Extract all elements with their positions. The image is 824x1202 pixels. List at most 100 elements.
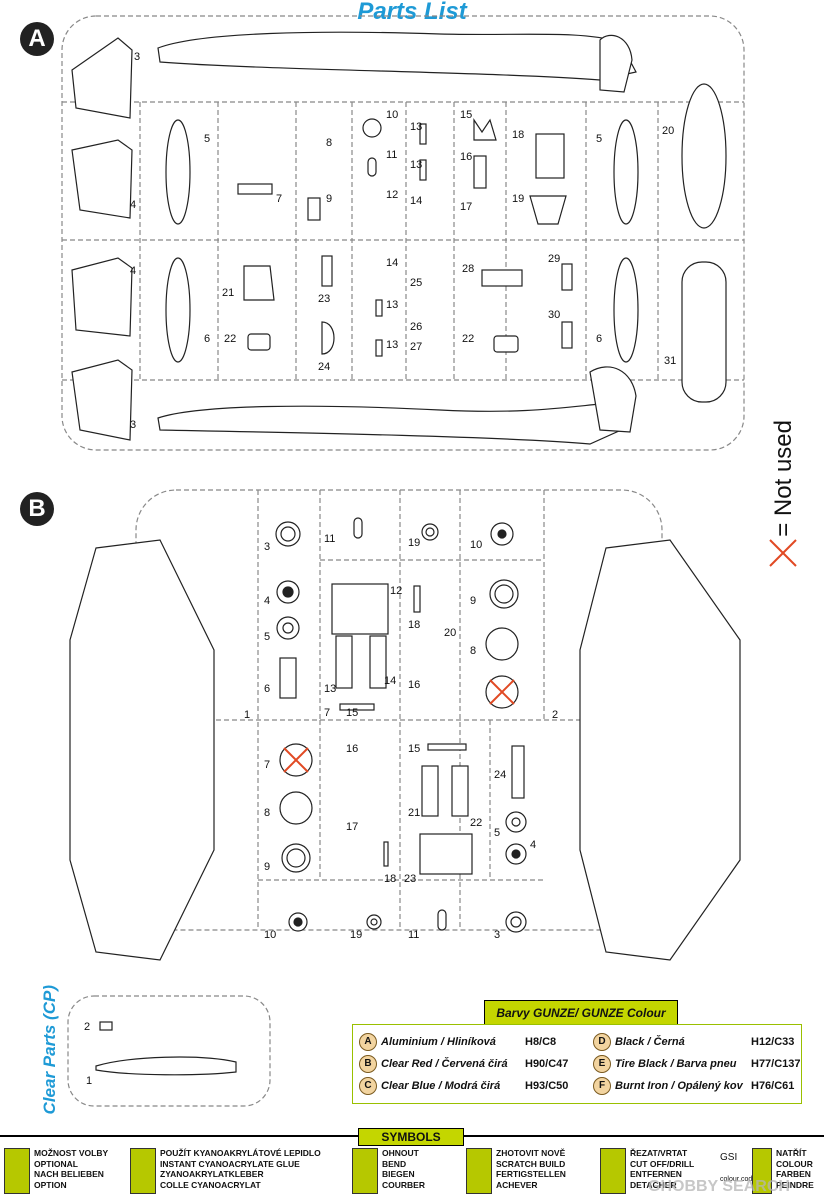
sprue-b-part-number: 18 [384, 873, 396, 885]
sprue-b-part-number: 2 [552, 709, 558, 721]
sprue-a-part-number: 31 [664, 355, 676, 367]
sprue-b-part-number: 15 [346, 707, 358, 719]
sprue-a-part-number: 25 [410, 277, 422, 289]
part-a4-bottom [71, 257, 133, 337]
sprue-b-part-number: 3 [494, 929, 500, 941]
sprue-b-part-number: 10 [470, 539, 482, 551]
colour-table-heading: Barvy GUNZE/ GUNZE Colour No. [484, 1000, 678, 1044]
sprue-b-part-number: 17 [346, 821, 358, 833]
colour-row-d: D Black / Černá H12/C33 [593, 1031, 799, 1053]
sprue-a-part-number: 26 [410, 321, 422, 333]
colour-table: A Aluminium / Hliníková H8/C8 B Clear Re… [352, 1024, 802, 1104]
sprue-a-frame [61, 15, 745, 451]
part-a4-top [71, 139, 133, 219]
colour-row-f: F Burnt Iron / Opálený kov H76/C61 [593, 1075, 799, 1097]
symbols-heading: SYMBOLS [358, 1128, 464, 1146]
sprue-b-part-number: 8 [470, 645, 476, 657]
colour-letter-badge: A [359, 1033, 377, 1051]
sprue-a-part-number: 5 [596, 133, 602, 145]
sprue-b-part-number: 4 [264, 595, 270, 607]
colour-letter-badge: E [593, 1055, 611, 1073]
sprue-a-part-number: 27 [410, 341, 422, 353]
sprue-a-part-number: 21 [222, 287, 234, 299]
part-a5-left [165, 119, 191, 225]
sprue-a-part-number: 24 [318, 361, 330, 373]
symbol-optional: MOŽNOST VOLBY OPTIONAL NACH BELIEBEN OPT… [34, 1148, 109, 1190]
gsi-label: GSI [720, 1152, 738, 1163]
part-a3-bottom [71, 359, 133, 441]
sprue-a-part-number: 22 [462, 333, 474, 345]
part-a31 [681, 261, 727, 403]
watermark: GHOBBY SEARCH [648, 1178, 790, 1195]
sprue-a-part-number: 14 [386, 257, 398, 269]
colour-row-b: B Clear Red / Červená čirá H90/C47 [359, 1053, 569, 1075]
sprue-b-part-number: 4 [530, 839, 536, 851]
sprue-a-part-number: 30 [548, 309, 560, 321]
sprue-b-part-number: 16 [408, 679, 420, 691]
sprue-b-part-number: 12 [390, 585, 402, 597]
sprue-b-part-number: 21 [408, 807, 420, 819]
not-used-label: = Not used [770, 420, 797, 537]
sprue-a-part-number: 6 [596, 333, 602, 345]
sprue-a-part-number: 3 [134, 51, 140, 63]
sprue-a-part-number: 11 [386, 149, 397, 161]
colour-letter-badge: B [359, 1055, 377, 1073]
sprue-a-part-number: 8 [326, 137, 332, 149]
sprue-a-part-number: 19 [512, 193, 524, 205]
sprue-b-part-number: 22 [470, 817, 482, 829]
sprue-b-part-number: 3 [264, 541, 270, 553]
sprue-b-part-number: 20 [444, 627, 456, 639]
sprue-a-part-number: 13 [410, 159, 422, 171]
symbol-glue: POUŽÍT KYANOAKRYLÁTOVÉ LEPIDLO INSTANT C… [160, 1148, 321, 1190]
sprue-a-part-number: 3 [130, 419, 136, 431]
clear-part-number: 1 [86, 1075, 92, 1087]
sprue-b-part-number: 19 [408, 537, 420, 549]
gsi-colour-code: colour code [720, 1176, 757, 1183]
hand-icon [466, 1148, 492, 1194]
wing-half-left [69, 539, 215, 961]
sprue-a-part-number: 4 [130, 265, 136, 277]
sprue-a-part-number: 14 [410, 195, 422, 207]
part-a3-top [71, 37, 133, 119]
sprue-b-part-number: 11 [408, 929, 419, 941]
sprue-a-part-number: 12 [386, 189, 398, 201]
sprue-b-part-number: 9 [264, 861, 270, 873]
sprue-b-part-number: 18 [408, 619, 420, 631]
sprue-b-part-number: 10 [264, 929, 276, 941]
sprue-b-part-number: 16 [346, 743, 358, 755]
sprue-a-part-number: 13 [386, 339, 398, 351]
part-a6-right [613, 257, 639, 363]
symbol-colour: NATŘÍT COLOUR FARBEN PEINDRE [776, 1148, 814, 1190]
sprue-b-part-number: 7 [324, 707, 330, 719]
sprue-a-part-number: 7 [276, 193, 282, 205]
colour-letter-badge: C [359, 1077, 377, 1095]
page-title: Parts List [357, 0, 467, 25]
sprue-a-part-number: 23 [318, 293, 330, 305]
cut-icon [600, 1148, 626, 1194]
sprue-b-part-number: 15 [408, 743, 420, 755]
clear-parts-label: Clear Parts (CP) [40, 985, 59, 1115]
sprue-a-part-number: 5 [204, 133, 210, 145]
sprue-b-badge: B [20, 492, 54, 526]
sprue-a-part-number: 18 [512, 129, 524, 141]
sprue-a-part-number: 15 [460, 109, 472, 121]
sprue-a-part-number: 17 [460, 201, 472, 213]
sprue-a-part-number: 4 [130, 199, 136, 211]
colour-row-a: A Aluminium / Hliníková H8/C8 [359, 1031, 569, 1053]
sprue-b-part-number: 5 [264, 631, 270, 643]
clear-part-number: 2 [84, 1021, 90, 1033]
sprue-a-part-number: 13 [386, 299, 398, 311]
sprue-b-part-number: 9 [470, 595, 476, 607]
fuselage-half-top [157, 31, 637, 81]
colour-row-c: C Clear Blue / Modrá čirá H93/C50 [359, 1075, 569, 1097]
colour-icon [752, 1148, 772, 1194]
part-a5-right [613, 119, 639, 225]
sprue-a-badge: A [20, 22, 54, 56]
bend-icon [352, 1148, 378, 1194]
sprue-b-part-number: 14 [384, 675, 396, 687]
clear-canopy [95, 1056, 237, 1076]
sprue-b-part-number: 19 [350, 929, 362, 941]
sprue-a-part-number: 6 [204, 333, 210, 345]
symbol-bend: OHNOUT BEND BIEGEN COURBER [382, 1148, 425, 1190]
sprue-a-part-number: 9 [326, 193, 332, 205]
